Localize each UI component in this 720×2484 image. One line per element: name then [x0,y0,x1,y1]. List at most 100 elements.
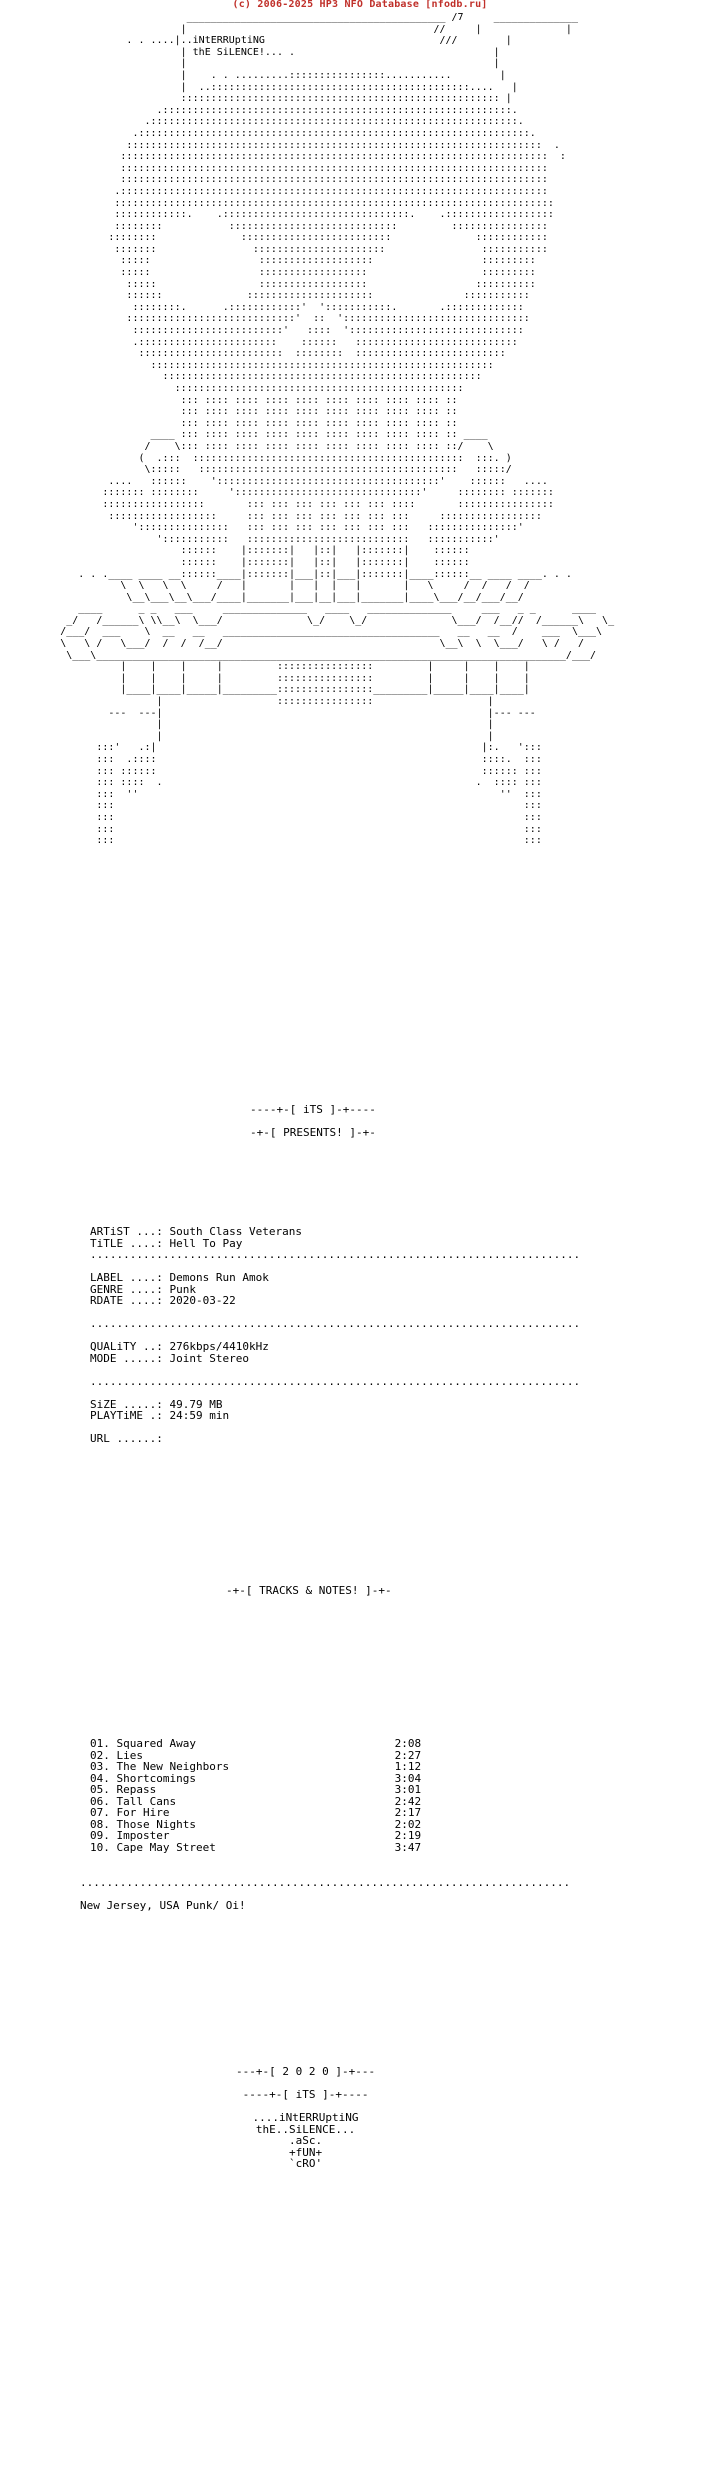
art-line: ::: ::: [96,835,542,847]
art-line: ::::::::::::::::: ::: ::: ::: ::: ::: ::… [102,498,554,510]
art-line: ::::::: :::::::::::::::::::::: :::::::::… [114,243,548,255]
art-line: \ \ \ \ / | | | | | | \ / / / / [120,580,530,592]
art-line: | // | | [180,23,572,35]
track-time: 2:19 [394,1829,422,1842]
track-time: 3:47 [394,1840,422,1854]
footer-block: ---+-[ 2 0 2 0 ]-+--- ----+-[ iTS ]-+---… [236,2066,375,2170]
footer-its: ----+-[ iTS ]-+---- [242,2088,369,2101]
art-line: ::: :::: :::: :::: :::: :::: :::: :::: :… [180,406,458,418]
url-label: URL ......: [90,1432,163,1445]
art-line: | | [156,730,494,742]
footer-credit-1: .aSc. [288,2134,323,2147]
art-line: ::::: :::::::::::::::::: :::::::::: [126,278,536,290]
track-number: 09. [90,1829,110,1842]
ascii-skull-art: ________________________________________… [0,12,720,847]
art-line: \ \ / \___/ / / /__/ \__\ \ \___/ \ / / [60,638,584,650]
art-line: :::' .:| |:. '::: [96,742,542,754]
art-line: \___\___________________________________… [66,649,597,661]
art-line: . . ....|..iNtERRUptiNG /// | [126,35,512,47]
art-line: ::: :::::: :::::: ::: [96,765,542,777]
nfodb-header: (c) 2006-2025 HP3 NFO Database [nfodb.ru… [232,0,488,10]
art-line: .:::::::::::::::::::::::::::::::::::::::… [114,185,548,197]
art-line: ::::::::::::::::::::::::::::::::::::::::… [162,371,482,383]
art-line: ____ ::: :::: :::: :::: :::: :::: :::: :… [150,429,488,441]
art-line: .:::::::::::::::::::::::::::::::::::::::… [132,127,536,139]
track-row: 09. Imposter 2:19 [90,1829,421,1842]
track-title: Squared Away [116,1737,196,1750]
art-line: ::::::: :::::::: '::::::::::::::::::::::… [102,487,554,499]
tracklist: 01. Squared Away 2:08 02. Lies 2:27 03. … [90,1738,580,1853]
art-line: ::::::::::::::::::::::::::::::::::::::::… [126,139,560,151]
release-info: ARTiST ...: South Class Veterans TiTLE .… [90,1225,581,1445]
track-time: 3:04 [394,1771,422,1785]
art-line: :::::::::::::::::::::::: :::::::: ::::::… [138,348,506,360]
art-line: | | | | :::::::::::::::: | | | | [120,672,530,684]
track-number: 04. [90,1771,110,1785]
label-value: Demons Run Amok [169,1271,269,1284]
art-line: | | [156,719,494,731]
track-time: 2:42 [394,1794,422,1808]
track-number: 10. [90,1840,110,1854]
art-line: | . . .........::::::::::::::::.........… [180,69,506,81]
track-number: 02. [90,1748,110,1762]
playtime-value: 24:59 min [169,1409,230,1422]
footer-credit-3: `cRO' [288,2157,323,2170]
track-title: Those Nights [116,1817,196,1831]
track-row: 01. Squared Away 2:08 [90,1737,421,1750]
footer-year: ---+-[ 2 0 2 0 ]-+--- [236,2065,376,2078]
art-line: _/ /______\ \\__\ \___/ \_/ \_/ \___/ /_… [66,614,615,626]
track-row: 04. Shortcomings 3:04 [90,1772,421,1785]
footer-group-1: ....iNtERRUptiNG [252,2111,359,2124]
art-line: / \::: :::: :::: :::: :::: :::: :::: :::… [144,440,494,452]
track-time: 2:27 [394,1748,422,1762]
art-line: ::: :::: :::: :::: :::: :::: :::: :::: :… [180,417,458,429]
art-line: /___/ ___ \ __ __ ______________________… [60,626,603,638]
track-title: Repass [116,1783,157,1796]
size-value: 49.79 MB [169,1397,223,1411]
track-title: Tall Cans [116,1794,177,1808]
track-number: 05. [90,1783,110,1796]
artist-value: South Class Veterans [169,1225,302,1238]
art-line: ____ _ _ ___ ______________ ____ _______… [78,603,597,615]
track-row: 06. Tall Cans 2:42 [90,1795,421,1808]
genre-value: Punk [169,1282,196,1296]
presents-block: ----+-[ iTS ]-+---- -+-[ PRESENTS! ]-+- [250,1104,376,1139]
presents-title: -+-[ PRESENTS! ]-+- [250,1126,376,1139]
art-line: ::::::::::::::::::::::::::::::::::::::::… [114,197,554,209]
art-line: ( .::: :::::::::::::::::::::::::::::::::… [138,452,512,464]
art-line: ::::::::::::::::::::::::::::::::::::::::… [150,359,494,371]
art-line: \__\___\__\___/____|_______|___|__|___|_… [126,591,524,603]
art-line: ::: :::: . . :::: ::: [96,777,542,789]
track-row: 10. Cape May Street 3:47 [90,1841,421,1854]
art-line: :::::: |:::::::| |::| |:::::::| :::::: [180,556,470,568]
art-line: | :::::::::::::::: | [156,696,494,708]
art-line: :::::::: :::::::::::::::::::::::::::: ::… [114,220,548,232]
art-line: :::::: ::::::::::::::::::::: ::::::::::: [126,290,530,302]
art-line: ::::: :::::::::::::::::: ::::::::: [120,267,536,279]
art-line: . . .____ ____ __::::::____|:::::::|___|… [78,568,572,580]
tracks-header: -+-[ TRACKS & NOTES! ]-+- [226,1584,392,1597]
art-line: | ..::::::::::::::::::::::::::::::::::::… [180,81,518,93]
art-line: ::: ::: [96,800,542,812]
art-line: ::: '' '' ::: [96,788,542,800]
art-line: --- ---| |--- --- [108,707,536,719]
art-line: ::::::::::::::::::::::::::::::::::::::::… [120,151,566,163]
presents-its: ----+-[ iTS ]-+---- [250,1103,376,1116]
art-line: ::: .:::: ::::. ::: [96,754,542,765]
art-line: ::::::::::::::::::::::::::::' :: '::::::… [126,313,530,325]
track-time: 1:12 [394,1760,422,1773]
track-number: 03. [90,1760,110,1773]
art-line: ::::::::::::. .:::::::::::::::::::::::::… [114,209,554,221]
art-line: ::::::::::::::::::::::::::::::::::::::::… [180,93,512,105]
art-line: .... :::::: ':::::::::::::::::::::::::::… [108,475,548,487]
art-line: ::::::::::::::::::::::::::::::::::::::::… [174,383,464,394]
art-line: :::::::::::::::::::::::::' :::: ':::::::… [132,325,524,337]
track-row: 08. Those Nights 2:02 [90,1818,421,1831]
art-line: '::::::::::: :::::::::::::::::::::::::::… [156,533,500,545]
track-row: 05. Repass 3:01 [90,1783,421,1796]
art-line: ::: ::: [96,811,542,823]
art-line: :::::: |:::::::| |::| |:::::::| :::::: [180,545,470,557]
art-line: | | | | :::::::::::::::: | | | | [120,661,530,673]
track-row: 02. Lies 2:27 [90,1749,421,1762]
art-line: .:::::::::::::::::::::::::::::::::::::::… [144,116,524,128]
